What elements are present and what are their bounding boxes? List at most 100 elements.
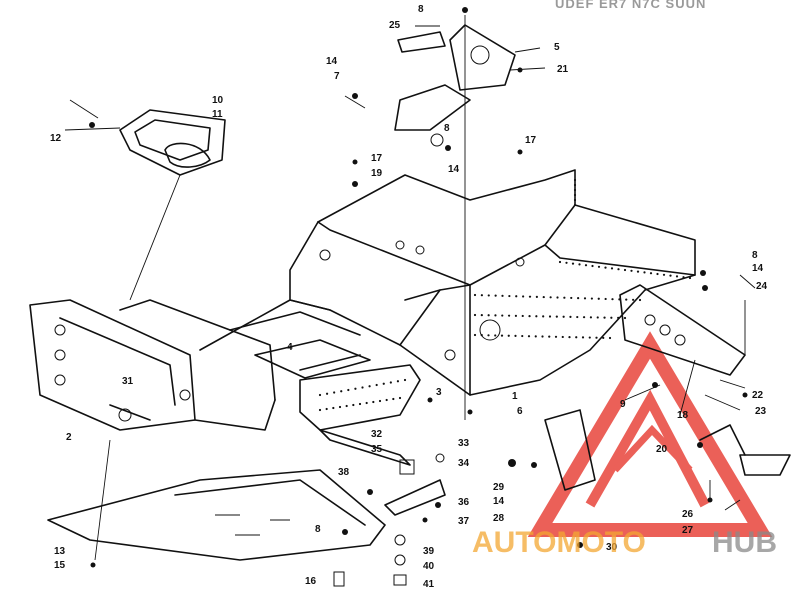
rivet <box>508 294 511 298</box>
rivet <box>318 393 322 397</box>
callout-10: 10 <box>212 95 224 106</box>
rivet <box>542 315 545 318</box>
rivet <box>522 295 525 298</box>
callout-labels: 1 2 3 4 5 6 7 8 8 8 8 9 10 11 12 13 14 1… <box>50 4 768 590</box>
callout-dots <box>89 7 748 568</box>
rivet <box>581 336 585 339</box>
rivet <box>392 397 395 401</box>
rivet <box>603 316 606 319</box>
rivet <box>318 408 322 412</box>
rivet <box>630 269 633 272</box>
rivet <box>500 334 504 337</box>
callout-7: 7 <box>334 71 340 82</box>
rivet <box>480 314 483 317</box>
rivet <box>638 298 642 302</box>
rivet <box>501 314 504 317</box>
rivet <box>535 295 538 298</box>
callout-14-bracket: 14 <box>448 164 460 175</box>
rivet <box>623 268 627 272</box>
rivet <box>589 316 593 319</box>
belly-pan <box>47 469 386 561</box>
rivet <box>573 198 577 202</box>
rivet <box>548 315 552 318</box>
callout-8-pan: 8 <box>315 524 321 535</box>
rivet <box>514 314 518 317</box>
callout-14-lower: 14 <box>493 496 505 507</box>
rivet <box>338 405 342 409</box>
callout-8-bracket: 8 <box>444 123 450 134</box>
callout-24: 24 <box>756 281 768 292</box>
rivet <box>368 385 371 388</box>
callout-30: 30 <box>606 542 618 553</box>
callout-5: 5 <box>554 42 560 53</box>
rivet <box>480 334 483 337</box>
rivet <box>542 295 545 299</box>
rivet <box>535 315 538 318</box>
rivet <box>527 335 531 338</box>
rivet <box>669 274 672 277</box>
rivet <box>675 275 679 278</box>
callout-6: 6 <box>517 406 523 417</box>
rivet <box>608 336 612 340</box>
callout-38: 38 <box>338 467 350 478</box>
rivet <box>501 294 504 297</box>
rivet <box>332 406 335 410</box>
callout-18: 18 <box>677 410 689 421</box>
callout-4: 4 <box>287 342 293 353</box>
rivet <box>569 315 572 319</box>
rivet <box>571 262 575 265</box>
callout-1: 1 <box>512 391 518 402</box>
rivet <box>354 387 357 390</box>
rivet <box>473 333 477 337</box>
rear-bumper-handle <box>119 109 226 176</box>
rivet <box>570 296 573 300</box>
rivet <box>358 402 362 406</box>
watermark-logo <box>527 331 773 537</box>
rivet <box>611 298 614 301</box>
rivet <box>325 392 329 395</box>
rivet <box>591 264 594 268</box>
callout-37: 37 <box>458 516 470 527</box>
rivet <box>577 297 580 300</box>
rivet <box>494 334 497 337</box>
callout-22: 22 <box>752 390 764 401</box>
callout-27: 27 <box>682 525 694 536</box>
rivet <box>372 400 375 404</box>
rivet <box>333 391 336 394</box>
rivet <box>514 334 517 337</box>
rivet <box>521 314 524 318</box>
steering-post-assembly <box>319 429 446 587</box>
callout-29: 29 <box>493 482 505 493</box>
rivet <box>563 296 566 299</box>
rivet <box>549 296 552 299</box>
rivet <box>352 403 355 407</box>
callout-3: 3 <box>436 387 442 398</box>
callout-25: 25 <box>389 20 401 31</box>
rivet <box>597 265 601 268</box>
rivet <box>558 260 562 264</box>
rivet <box>573 188 577 192</box>
rivet <box>596 316 599 319</box>
rivet <box>597 297 600 300</box>
rivet <box>554 335 558 338</box>
rivet <box>398 396 402 400</box>
rivet <box>604 297 607 301</box>
callout-15: 15 <box>54 560 66 571</box>
callout-32: 32 <box>371 429 383 440</box>
callout-8-footrest: 8 <box>752 250 758 261</box>
rivet <box>396 380 400 383</box>
rivet <box>361 386 364 389</box>
rivet <box>576 315 579 319</box>
rivet <box>573 193 577 197</box>
leader-lines <box>64 15 756 561</box>
rivet <box>473 293 477 297</box>
callout-39: 39 <box>423 546 435 557</box>
rivet <box>507 334 510 337</box>
rivet <box>688 276 692 280</box>
rivet <box>548 335 551 338</box>
rivet <box>325 407 328 411</box>
rivet <box>617 316 620 319</box>
rivet <box>345 404 348 408</box>
